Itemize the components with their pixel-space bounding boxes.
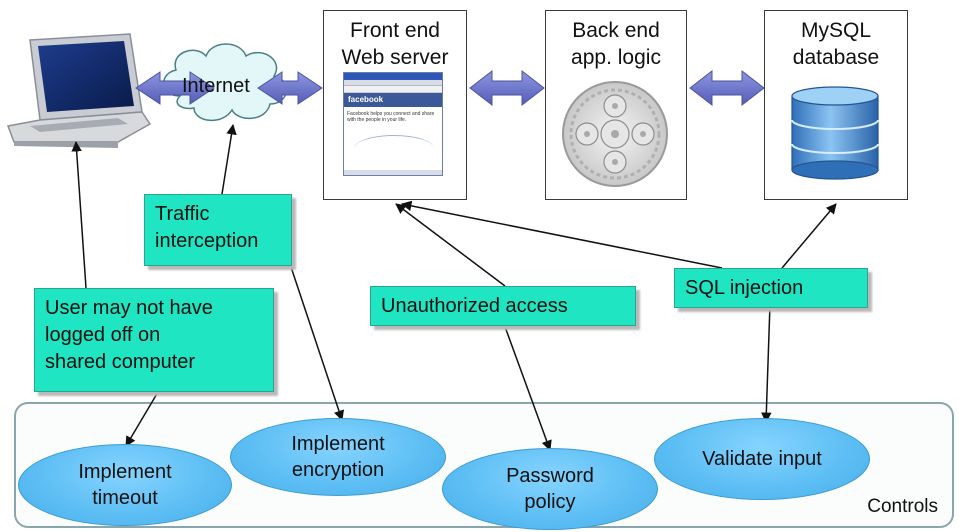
double-arrow-icon [257,71,323,105]
internet-label: Internet [182,75,250,97]
threat-traffic-interception: Traffic interception [144,194,292,266]
control-timeout: Implement timeout [18,444,232,526]
control-encryption: Implement encryption [230,418,446,496]
facebook-screenshot: facebook Facebook helps you connect and … [343,72,443,176]
frontend-title: Front end Web server [341,19,449,69]
laptop-icon [6,33,152,148]
control-password-policy: Password policy [442,448,658,530]
facebook-logo: facebook [344,93,442,107]
double-arrow-icon [689,69,765,107]
facebook-tagline: Facebook helps you connect and share wit… [347,111,435,123]
backend-title: Back end app. logic [571,19,661,69]
database-icon [791,86,879,180]
threat-unauthorized-access: Unauthorized access [370,286,636,326]
double-arrow-icon [135,71,215,105]
connector-lines [71,123,837,451]
control-validate-input: Validate input [654,418,870,500]
threat-user-logoff: User may not have logged off on shared c… [34,288,274,392]
double-arrow-icon [469,69,545,107]
database-title: MySQL database [792,19,880,69]
gears-icon [562,81,668,187]
controls-label: Controls [867,496,938,517]
threat-sql-injection: SQL injection [674,268,868,308]
